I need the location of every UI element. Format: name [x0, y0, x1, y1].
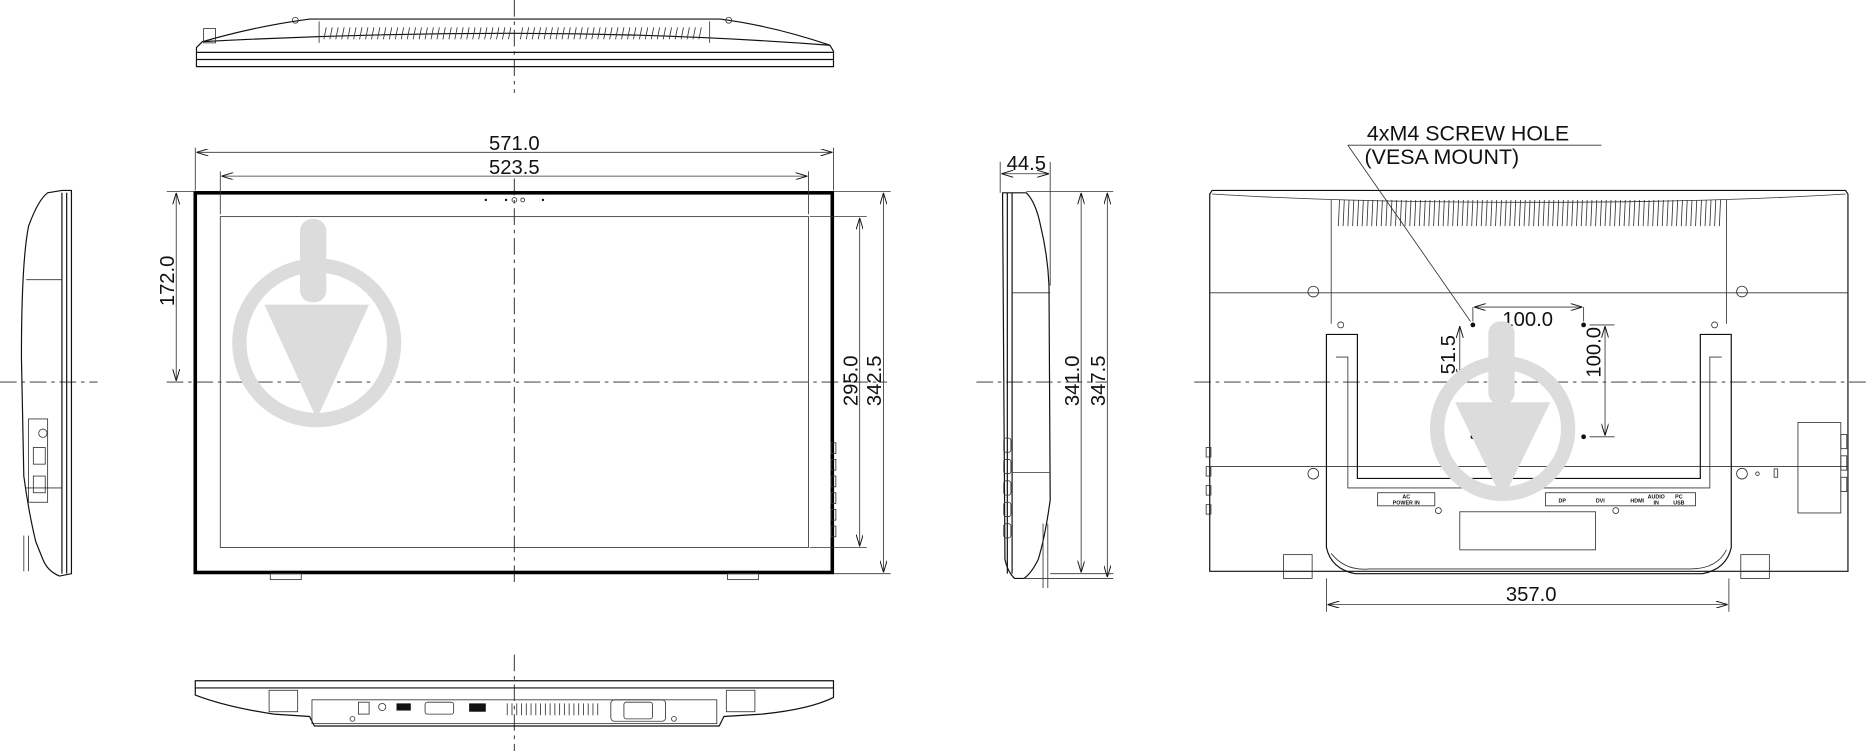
- center-height-label: 172.0: [157, 256, 179, 307]
- overall-height-label: 342.5: [864, 356, 886, 407]
- svg-text:POWER IN: POWER IN: [1393, 501, 1420, 507]
- svg-text:PC: PC: [1675, 495, 1683, 501]
- vesa-mount-note: (VESA MOUNT): [1365, 145, 1520, 169]
- top-view: [195, 16, 835, 68]
- side-height-label: 341.0: [1062, 356, 1084, 407]
- overall-width-label: 571.0: [489, 133, 540, 155]
- left-side-view: [20, 189, 73, 577]
- rear-port-panel-signal: DP DVI HDMI AUDIO IN PC USB: [1545, 492, 1696, 507]
- front-view-dimension-labels: 571.0 523.5 172.0 295.0 342.5: [157, 133, 886, 406]
- svg-text:DP: DP: [1558, 498, 1566, 504]
- stand-width-label: 357.0: [1506, 584, 1557, 606]
- screw-hole-note: 4xM4 SCREW HOLE: [1367, 121, 1569, 145]
- svg-text:USB: USB: [1673, 501, 1684, 507]
- svg-text:AC: AC: [1402, 495, 1410, 501]
- front-view: [166, 147, 891, 581]
- vesa-vertical-label: 100.0: [1583, 327, 1605, 378]
- rear-view: AC POWER IN DP DVI HDMI AUDIO IN PC USB …: [1205, 121, 1849, 612]
- right-side-view: 44.5 341.0 347.5: [999, 153, 1114, 588]
- vesa-offset-label: 51.5: [1438, 335, 1460, 374]
- download-arrow-circle-icon: [1430, 321, 1576, 502]
- panel-height-label: 295.0: [840, 356, 862, 407]
- bottom-view: [194, 680, 835, 727]
- panel-width-label: 523.5: [489, 157, 540, 179]
- svg-text:DVI: DVI: [1596, 498, 1605, 504]
- download-arrow-circle-icon: [232, 218, 402, 428]
- depth-label: 44.5: [1007, 153, 1046, 175]
- side-overall-height-label: 347.5: [1088, 356, 1110, 407]
- svg-text:IN: IN: [1654, 501, 1659, 507]
- vesa-horizontal-label: 100.0: [1502, 309, 1553, 331]
- svg-text:HDMI: HDMI: [1630, 498, 1644, 504]
- svg-text:AUDIO: AUDIO: [1648, 495, 1665, 501]
- rear-port-panel-power: AC POWER IN: [1377, 492, 1436, 507]
